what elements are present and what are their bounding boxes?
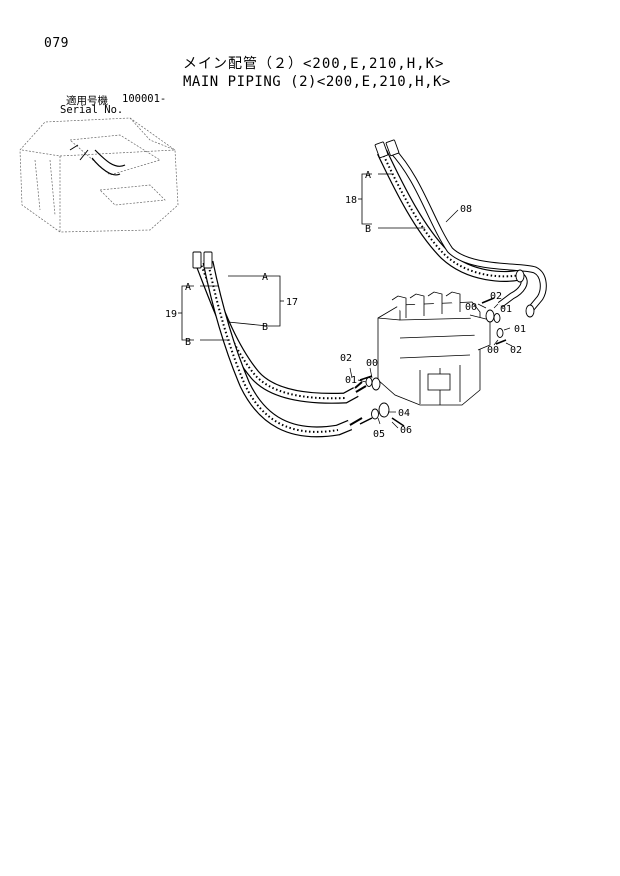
callout-01-lower-right: 01 bbox=[514, 324, 526, 335]
label-a-19: A bbox=[185, 282, 191, 293]
control-valve-block bbox=[377, 291, 491, 406]
hose-19 bbox=[202, 260, 353, 438]
label-b-18: B bbox=[365, 224, 371, 235]
leader-lines bbox=[349, 209, 513, 429]
serial-label-english: Serial No. bbox=[60, 104, 124, 116]
callout-05: 05 bbox=[373, 429, 385, 440]
hose-18 bbox=[377, 149, 522, 282]
callout-08: 08 bbox=[460, 204, 472, 215]
bracket-17 bbox=[227, 275, 284, 327]
callout-00-lower-right: 00 bbox=[487, 345, 499, 356]
callout-00-upper-right: 00 bbox=[465, 302, 477, 313]
left-hose-end-fittings bbox=[192, 251, 367, 426]
right-hose-end-fittings bbox=[374, 139, 535, 318]
label-a-18: A bbox=[365, 170, 371, 181]
callout-02-left: 02 bbox=[340, 353, 352, 364]
diagram-title-english: MAIN PIPING (2)<200,E,210,H,K> bbox=[183, 74, 451, 90]
callout-00-left: 00 bbox=[366, 358, 378, 369]
callout-06: 06 bbox=[400, 425, 412, 436]
callout-17: 17 bbox=[286, 297, 298, 308]
callout-02-lower-right: 02 bbox=[510, 345, 522, 356]
machine-locator-thumbnail bbox=[19, 117, 179, 233]
callout-18: 18 bbox=[345, 195, 357, 206]
callout-01-left: 01 bbox=[345, 375, 357, 386]
callout-19: 19 bbox=[165, 309, 177, 320]
label-b-19: B bbox=[185, 337, 191, 348]
bracket-18 bbox=[358, 173, 425, 229]
label-a-17: A bbox=[262, 272, 268, 283]
serial-range: 100001- bbox=[122, 93, 167, 105]
callout-01-upper-right: 01 bbox=[500, 304, 512, 315]
page-number: 079 bbox=[44, 36, 69, 51]
callout-02-upper-right: 02 bbox=[490, 291, 502, 302]
tube-08 bbox=[389, 147, 547, 313]
serial-label-japanese: 適用号機 bbox=[66, 95, 108, 107]
flange-fittings bbox=[359, 297, 507, 427]
callout-04: 04 bbox=[398, 408, 410, 419]
bracket-19 bbox=[178, 285, 230, 341]
diagram-title-japanese: メイン配管（２）<200,E,210,H,K> bbox=[183, 56, 445, 72]
label-b-17: B bbox=[262, 322, 268, 333]
